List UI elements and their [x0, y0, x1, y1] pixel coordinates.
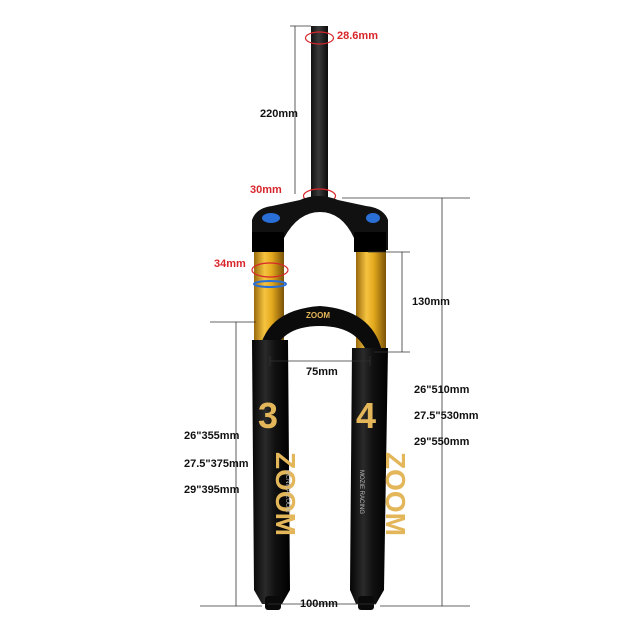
lower-length-275: 27.5"375mm	[184, 458, 249, 470]
axle-to-crown-275: 27.5"530mm	[414, 410, 479, 422]
right-leg-brand: ZOOM	[380, 452, 411, 536]
dropout-right	[358, 596, 374, 610]
left-leg-number: 3	[258, 395, 278, 436]
air-valve-cap-icon	[262, 213, 280, 223]
crown-cap-left	[252, 232, 284, 252]
steerer-tube	[311, 26, 328, 198]
fork-arch	[258, 306, 384, 362]
right-leg-side-text: MOZIE RACING	[358, 470, 364, 514]
stanchion-diameter-label: 34mm	[214, 258, 246, 270]
travel-label: 130mm	[412, 296, 450, 308]
axle-width-label: 100mm	[300, 598, 338, 610]
steerer-top-ring	[304, 31, 335, 45]
steerer-length-label: 220mm	[260, 108, 298, 120]
axle-to-crown-29: 29"550mm	[414, 436, 470, 448]
left-leg-brand: ZOOM	[270, 452, 301, 536]
o-ring-blue	[253, 280, 287, 288]
dropout-left	[265, 596, 281, 610]
steerer-diameter-label: 28.6mm	[337, 30, 378, 42]
stanchion-ring-outline	[251, 262, 289, 278]
arch-text: ZOOM	[306, 311, 330, 320]
lower-leg-right	[350, 348, 388, 604]
stanchion-spacing-label: 75mm	[306, 366, 338, 378]
steerer-base-label: 30mm	[250, 184, 282, 196]
left-leg-side-text: OCNIDA ZOOM	[284, 470, 290, 513]
crown-cap-right	[354, 232, 386, 252]
axle-to-crown-26: 26"510mm	[414, 384, 470, 396]
lower-length-29: 29"395mm	[184, 484, 240, 496]
right-leg-number: 4	[356, 395, 376, 436]
lower-length-26: 26"355mm	[184, 430, 240, 442]
dimension-lines	[200, 25, 470, 607]
lockout-knob-icon	[366, 213, 380, 223]
lower-leg-left	[252, 340, 290, 604]
